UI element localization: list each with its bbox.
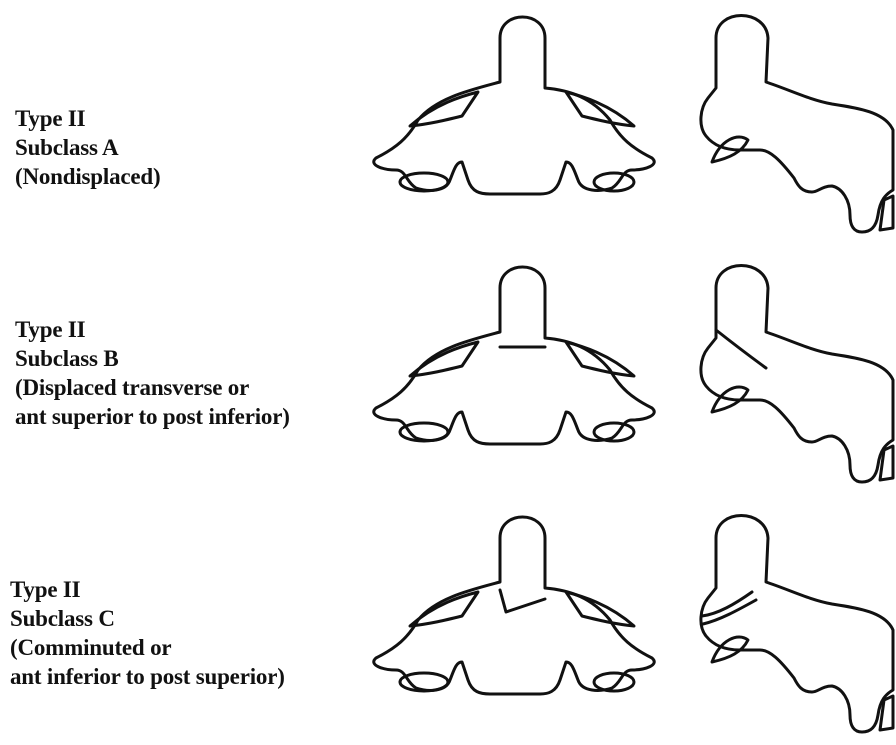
lateral-view [701,266,893,483]
frontal-view [374,267,654,444]
vertebral-body-outline [374,17,654,194]
vertebra-figures [0,500,896,745]
lateral-view [701,16,893,233]
row-subclass-a: Type II Subclass A (Nondisplaced) [0,0,896,245]
frontal-view [374,17,654,194]
left-lateral-mass [410,592,478,626]
vertebra-figures [0,0,896,245]
lateral-vertebra-outline [701,516,893,733]
left-facet [400,173,448,191]
odontoid-fracture-line [716,330,766,368]
vertebra-figures [0,250,896,495]
vertebral-body-outline [374,517,654,694]
vertebral-body-outline [374,267,654,444]
row-subclass-c: Type II Subclass C (Comminuted or ant in… [0,500,896,745]
odontoid-fracture-line [500,590,545,612]
row-subclass-b: Type II Subclass B (Displaced transverse… [0,250,896,495]
left-lateral-mass [410,342,478,376]
left-facet [400,423,448,441]
left-lateral-mass [410,92,478,126]
lateral-vertebra-outline [701,16,893,233]
frontal-view [374,517,654,694]
lateral-view [701,516,893,733]
odontoid-fracture-line [703,600,756,624]
lateral-vertebra-outline [701,266,893,483]
left-facet [400,673,448,691]
